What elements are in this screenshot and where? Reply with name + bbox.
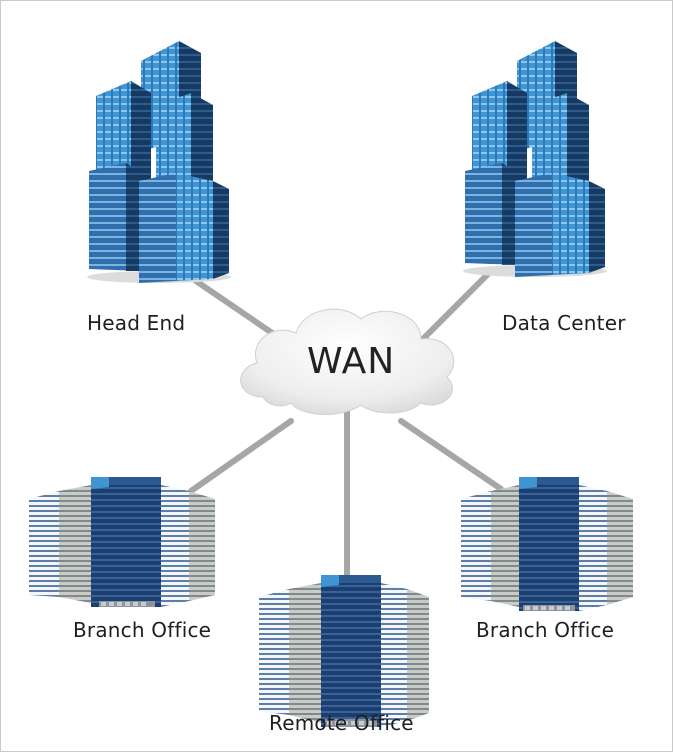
skyscraper-icon <box>87 41 231 283</box>
link-data-center <box>418 268 494 344</box>
link-head-end <box>193 278 284 342</box>
links <box>188 268 504 594</box>
office-building-icon <box>29 477 215 607</box>
office-building-icon <box>461 477 633 611</box>
head-end-label: Head End <box>87 311 186 335</box>
cloud-icon <box>240 308 455 415</box>
skyscraper-icon <box>463 41 607 277</box>
branch-office-left-label: Branch Office <box>73 618 212 642</box>
link-branch-office-left <box>188 418 294 494</box>
wan-label: WAN <box>307 341 396 382</box>
link-branch-office-right <box>398 418 504 492</box>
remote-office-label: Remote Office <box>269 711 414 735</box>
office-building-icon <box>259 575 429 727</box>
data-center-label: Data Center <box>502 311 626 335</box>
branch-office-right-label: Branch Office <box>476 618 615 642</box>
